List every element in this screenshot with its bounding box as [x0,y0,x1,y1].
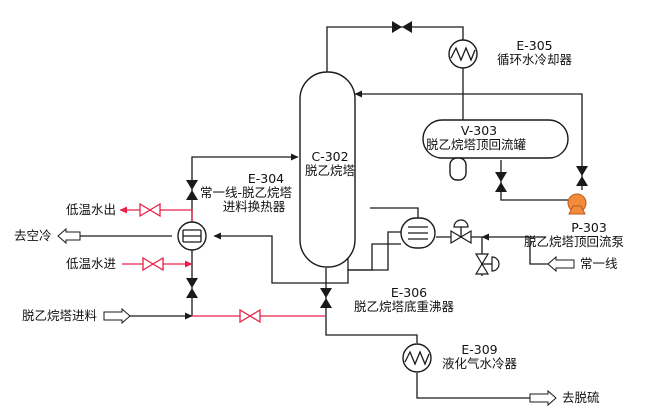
arrow-to-air-cooler [57,227,81,245]
drum-name: 脱乙烷塔顶回流罐 [426,137,527,152]
valve-cold-water-in [142,256,164,272]
valve-overhead [392,21,412,33]
condenser-id: E-305 [516,38,553,53]
reboiler-return-line [370,207,419,218]
control-valve-bypass [474,253,500,275]
reflux-line [354,90,583,190]
preheater-label: E-304 常一线-脱乙烷塔 进料换热器 [200,172,292,214]
column-name: 脱乙烷塔 [305,163,356,178]
reboiler-bundle [408,226,428,240]
pump-base [568,205,586,215]
line-one-label: 常一线 [580,256,618,271]
drum-boot [449,157,467,181]
drum-to-pump-line [500,160,568,201]
drum-label: V-303 脱乙烷塔顶回流罐 [426,124,526,152]
feed-label: 脱乙烷塔进料 [22,308,98,323]
to-air-cooler-label: 去空冷 [14,228,52,243]
cooler-coil [404,350,430,366]
cooler-id: E-309 [461,342,498,357]
valve-cold-water-out [139,202,161,218]
reboiler-label: E-306 脱乙烷塔底重沸器 [354,286,454,314]
preheater-bundle [182,229,202,243]
control-valve-line-one [450,219,472,245]
pump-id: P-303 [571,220,607,235]
condenser-label: E-305 循环水冷却器 [497,39,572,67]
line-one-to-preheater [213,232,401,284]
column-id: C-302 [311,149,349,164]
cold-water-in-label: 低温水进 [66,256,117,271]
line-one-entry [529,237,548,265]
arrow-to-desulfur [529,389,557,407]
drum-id: V-303 [460,123,498,138]
to-desulfur-label: 去脱硫 [562,390,600,405]
cooler-label: E-309 液化气水冷器 [442,343,517,371]
reboiler-name: 脱乙烷塔底重沸器 [354,299,455,314]
preheater-id: E-304 [247,171,285,186]
pump-name: 脱乙烷塔顶回流泵 [524,234,625,249]
drum-v303 [422,119,569,159]
valve-feed-red [239,308,261,324]
valve-reflux [576,166,588,186]
cold-water-out-label: 低温水出 [66,202,117,217]
valve-drum-outlet [495,172,507,192]
arrow-feed-in [103,307,131,325]
arrow-line-one-in [547,255,575,273]
condenser-name: 循环水冷却器 [497,52,573,67]
overhead-vapor-line [326,26,464,75]
preheated-feed-line [191,153,299,228]
reboiler-id: E-306 [390,285,428,300]
column-c302 [299,71,356,268]
cooler-name: 液化气水冷器 [442,356,518,371]
condenser-coil [450,46,476,62]
cooler-outlet-line [416,373,530,399]
column-label: C-302 脱乙烷塔 [305,150,355,178]
preheater-name-2: 进料换热器 [222,199,286,214]
bottoms-to-reboiler-line [347,231,401,271]
pump-label: P-303 脱乙烷塔顶回流泵 [524,221,624,249]
preheater-name-1: 常一线-脱乙烷塔 [200,185,293,200]
valve-bottoms [320,288,332,308]
valve-feed-riser [186,278,198,298]
valve-preheater-outlet [186,180,198,200]
